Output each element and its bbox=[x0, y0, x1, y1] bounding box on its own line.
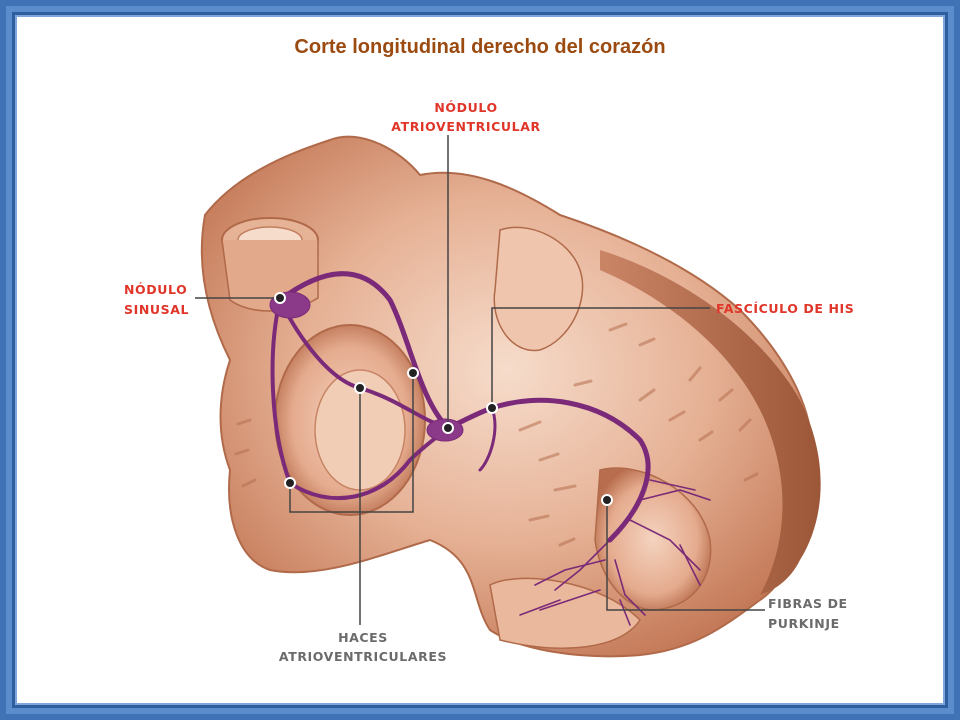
internodal-tract-anterior bbox=[277, 271, 451, 431]
marker-purkinje bbox=[601, 494, 613, 506]
trabeculae bbox=[234, 322, 759, 547]
internodal-tract-posterior bbox=[270, 298, 450, 501]
label-haces-1: HACES bbox=[338, 630, 388, 645]
right-ventricle bbox=[594, 467, 712, 611]
label-av-node-2: ATRIOVENTRICULAR bbox=[391, 119, 540, 134]
marker-av-node bbox=[442, 422, 454, 434]
label-his: FASCÍCULO DE HIS bbox=[716, 301, 854, 316]
labels: NÓDULO ATRIOVENTRICULAR NÓDULO SINUSAL F… bbox=[124, 100, 854, 664]
purkinje-fibers bbox=[519, 479, 711, 626]
ventricle-outer-wall bbox=[600, 250, 821, 595]
marker-his bbox=[486, 402, 498, 414]
marker-haces-3 bbox=[284, 477, 296, 489]
heart-tissue bbox=[200, 135, 821, 658]
diagram-title: Corte longitudinal derecho del corazón bbox=[294, 36, 666, 58]
leader-lines bbox=[195, 135, 765, 625]
marker-sinusal bbox=[274, 292, 286, 304]
marker-haces-2 bbox=[354, 382, 366, 394]
marker-dots bbox=[274, 292, 613, 506]
aortic-root bbox=[493, 226, 584, 352]
leader-purkinje bbox=[606, 500, 765, 611]
conduction-system bbox=[269, 271, 711, 626]
leader-his bbox=[491, 307, 710, 408]
label-purkinje-2: PURKINJE bbox=[768, 616, 840, 631]
marker-haces-1 bbox=[407, 367, 419, 379]
left-bundle-branch bbox=[478, 406, 497, 472]
label-sinusal-2: SINUSAL bbox=[124, 302, 189, 317]
leader-haces-bracket bbox=[289, 373, 414, 513]
ventricle-apex bbox=[489, 577, 641, 649]
label-haces-2: ATRIOVENTRICULARES bbox=[279, 649, 447, 664]
label-av-node-1: NÓDULO bbox=[434, 100, 497, 115]
label-purkinje-1: FIBRAS DE bbox=[768, 596, 848, 611]
label-sinusal-1: NÓDULO bbox=[124, 282, 187, 297]
bundle-of-his bbox=[445, 397, 651, 543]
